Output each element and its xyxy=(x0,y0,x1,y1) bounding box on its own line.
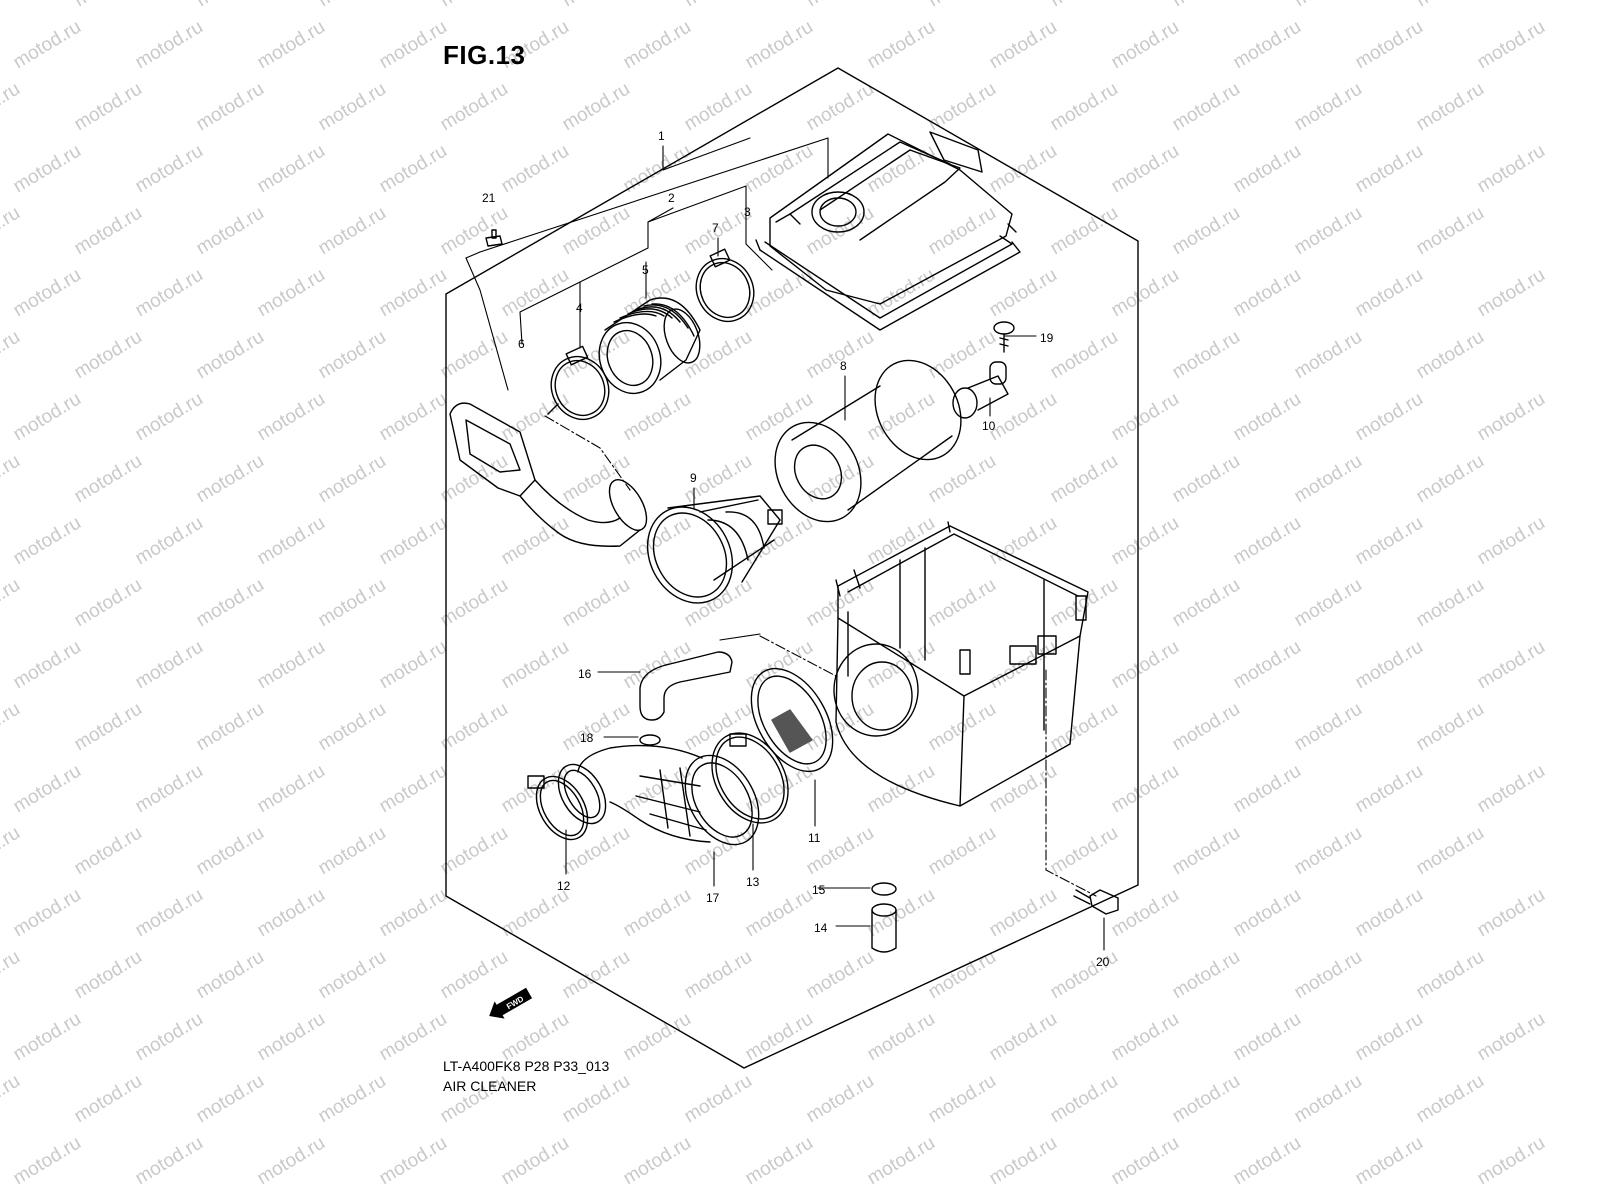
part-11-screen xyxy=(750,667,834,773)
part-10-drain xyxy=(952,361,1009,419)
part-12-clamp xyxy=(527,763,607,841)
callout-14: 14 xyxy=(814,921,828,935)
callout-8: 8 xyxy=(840,359,847,373)
callout-3: 3 xyxy=(744,205,751,219)
callout-6: 6 xyxy=(518,337,525,351)
callout-12: 12 xyxy=(557,879,571,893)
callout-18: 18 xyxy=(580,731,594,745)
part-9-cage xyxy=(646,495,783,604)
callout-labels: 1 2 3 4 5 6 7 8 9 10 11 12 13 14 15 16 1… xyxy=(482,129,1110,969)
callout-16: 16 xyxy=(578,667,592,681)
part-14-tube xyxy=(871,903,897,953)
part-17-outlet-duct xyxy=(577,744,760,846)
callout-17: 17 xyxy=(706,891,720,905)
part-8-filter-element xyxy=(774,359,962,523)
part-6-intake-duct xyxy=(449,402,648,547)
model-code: LT-A400FK8 P28 P33_013 xyxy=(443,1058,610,1074)
callout-10: 10 xyxy=(982,419,996,433)
part-7-clamp xyxy=(695,248,755,323)
part-15-clip xyxy=(871,882,897,896)
part-18-clip xyxy=(639,734,661,746)
air-cleaner-case xyxy=(833,521,1089,807)
part-20-bolt xyxy=(1073,889,1119,915)
callout-13: 13 xyxy=(746,875,760,889)
callout-1: 1 xyxy=(658,129,665,143)
callout-21: 21 xyxy=(482,191,496,205)
callout-11: 11 xyxy=(808,831,821,845)
callout-7: 7 xyxy=(712,221,719,235)
part-19-screw xyxy=(993,321,1015,353)
fwd-arrow-icon: FWD xyxy=(489,987,533,1019)
part-13-clamp xyxy=(711,732,789,824)
callout-19: 19 xyxy=(1040,331,1054,345)
part-3-cover xyxy=(755,131,1021,331)
callout-5: 5 xyxy=(642,263,649,277)
part-4-clamp xyxy=(550,345,610,421)
callout-20: 20 xyxy=(1096,955,1110,969)
part-5-hose xyxy=(598,297,701,395)
section-name: AIR CLEANER xyxy=(443,1078,537,1094)
part-21-clip xyxy=(485,229,503,247)
callout-2: 2 xyxy=(668,191,675,205)
leader-lines xyxy=(465,137,1105,951)
callout-9: 9 xyxy=(690,471,697,485)
assembly-frame xyxy=(445,67,1139,1069)
callout-15: 15 xyxy=(812,883,826,897)
figure-title: FIG.13 xyxy=(443,40,526,70)
part-16-hose xyxy=(639,651,733,721)
callout-4: 4 xyxy=(576,301,583,315)
